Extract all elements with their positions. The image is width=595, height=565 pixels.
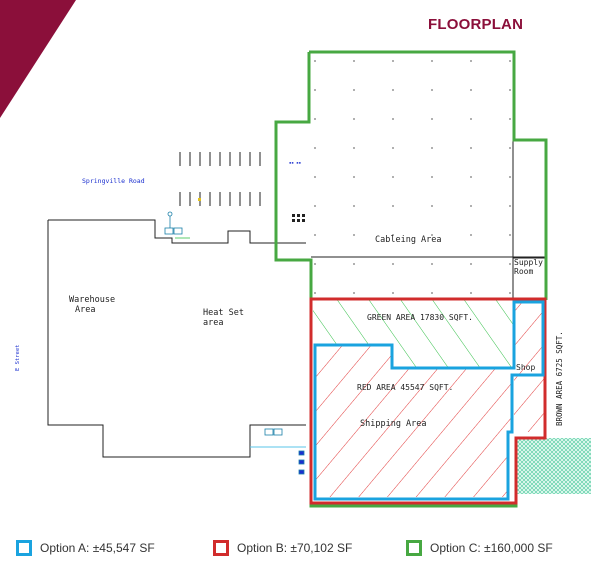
svg-text:▪▪ ▪▪: ▪▪ ▪▪ — [289, 160, 301, 165]
parking-marker — [198, 198, 201, 201]
shop-label: Shop — [516, 363, 535, 372]
page-title: FLOORPLAN — [428, 16, 524, 33]
legend-label-option-c: Option C: ±160,000 SF — [430, 541, 553, 555]
legend-swatch-option-b — [213, 540, 229, 556]
shipping-area-label: Shipping Area — [360, 419, 427, 429]
cableing-area-label: Cableing Area — [375, 235, 442, 245]
green-area-hatch — [313, 300, 513, 368]
shop-hatch — [514, 300, 544, 432]
parking-stripes-bottom — [179, 192, 261, 206]
legend-option-a[interactable]: Option A: ±45,547 SF — [16, 540, 155, 556]
brown-area-hatch — [516, 438, 591, 494]
option-b-outline[interactable] — [309, 297, 547, 505]
cableing-area-zone — [311, 52, 514, 300]
legend-label-option-b: Option B: ±70,102 SF — [237, 541, 353, 555]
corner-brand-mark — [0, 0, 76, 118]
warehouse-outline — [47, 219, 306, 458]
supply-room-label: Supply Room — [514, 258, 548, 276]
equipment-icon-cluster — [164, 211, 305, 475]
legend-swatch-option-a — [16, 540, 32, 556]
option-c-outline[interactable] — [274, 50, 548, 300]
grid-icon-cluster — [292, 214, 305, 222]
legend-option-c[interactable]: Option C: ±160,000 SF — [406, 540, 553, 556]
brown-area-label: BROWN AREA 6725 SQFT. — [555, 331, 564, 426]
parking-stripes-top — [179, 152, 261, 166]
green-area-label: GREEN AREA 17830 SQFT. — [367, 313, 473, 322]
legend-option-b[interactable]: Option B: ±70,102 SF — [213, 540, 352, 556]
legend-swatch-option-c — [406, 540, 422, 556]
red-area-hatch — [316, 345, 512, 497]
e-street-label: E Street — [15, 345, 21, 372]
springville-road-label: Springville Road — [82, 177, 145, 185]
legend-label-option-a: Option A: ±45,547 SF — [40, 541, 155, 555]
red-area-label: RED AREA 45547 SQFT. — [357, 383, 453, 392]
option-a-outline[interactable] — [313, 300, 545, 501]
warehouse-area-label: Warehouse Area — [69, 295, 120, 315]
heat-set-area-label: Heat Set area — [203, 308, 249, 328]
